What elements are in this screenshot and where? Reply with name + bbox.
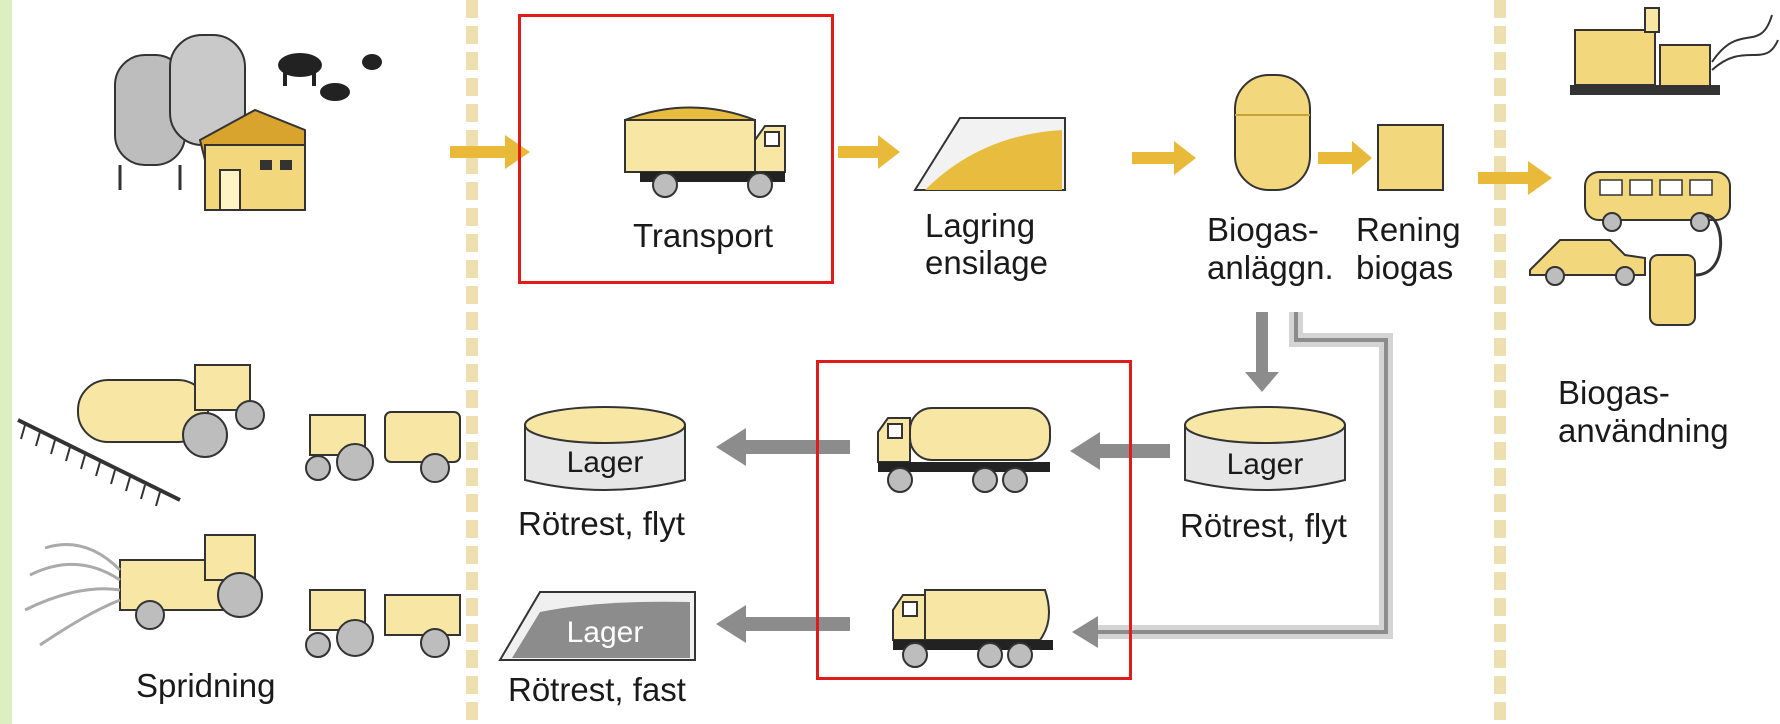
arrow-tanker-to-lager-liquid: [716, 428, 850, 466]
liquid-digestate-label-right: Rötrest, flyt: [1180, 507, 1347, 544]
transport-label: Transport: [633, 217, 773, 254]
liquid-digestate-tank-left: [524, 406, 686, 491]
solid-transport-truck-icon: [892, 589, 1053, 668]
transport-highlight-box: [518, 14, 834, 284]
car-icon: [1529, 239, 1646, 286]
lager-label-solid: Lager: [566, 616, 644, 649]
liquid-digestate-label-left: Rötrest, flyt: [518, 505, 685, 542]
biogas-usage-label-line1: Biogas-: [1558, 374, 1670, 411]
arrow-farm-to-transport: [450, 135, 530, 169]
liquid-digestate-tank-right: [1184, 406, 1346, 491]
biogas-cleaning-icon: [1377, 124, 1444, 191]
lager-label-left-liquid: Lager: [566, 446, 644, 479]
transport-truck-icon: [624, 106, 786, 198]
tanker-truck-icon: [877, 407, 1051, 493]
bus-icon: [1584, 171, 1731, 232]
solid-digestate-storage: [498, 591, 696, 661]
solid-digestate-label: Rötrest, fast: [508, 671, 686, 708]
storage-label-line1: Lagring: [925, 207, 1036, 244]
fuel-pump-icon: [1649, 213, 1723, 326]
left-edge-strip: [0, 0, 12, 724]
arrow-transport-to-storage: [838, 135, 900, 169]
digestate-pipe-down: [1245, 312, 1279, 392]
tractor-with-trailer-icon: [305, 589, 461, 658]
tractor-with-tank-icon: [305, 411, 461, 483]
storage-label-line2: ensilage: [925, 244, 1048, 281]
biogas-usage-label-line2: användning: [1558, 412, 1729, 449]
spreading-label: Spridning: [136, 667, 276, 704]
divider-left: [466, 0, 478, 724]
cleaning-label-line2: biogas: [1356, 249, 1454, 286]
arrow-truck-to-lager-solid: [716, 605, 850, 643]
solid-digestate-pipe: [1072, 312, 1393, 648]
arrow-tank-to-tanker: [1070, 432, 1170, 470]
lager-label-right-liquid: Lager: [1226, 448, 1304, 481]
biogas-plant-label-line2: anläggn.: [1207, 249, 1334, 286]
biogas-plant-icon: [1234, 74, 1311, 191]
biogas-plant-label-line1: Biogas-: [1207, 211, 1319, 248]
engine-generator-icon: [1570, 7, 1779, 95]
arrow-storage-to-biogas-plant: [1132, 141, 1196, 175]
cleaning-label-line1: Rening: [1356, 211, 1461, 248]
digestate-transport-highlight-box: [816, 360, 1132, 680]
arrow-plant-to-cleaning: [1318, 141, 1372, 175]
manure-spreader-tractor-icon: [24, 534, 263, 647]
arrow-cleaning-to-usage: [1478, 161, 1552, 195]
silage-storage-icon: [913, 117, 1066, 191]
farm-icon: [114, 34, 382, 211]
slurry-spreader-tractor-icon: [17, 364, 265, 507]
